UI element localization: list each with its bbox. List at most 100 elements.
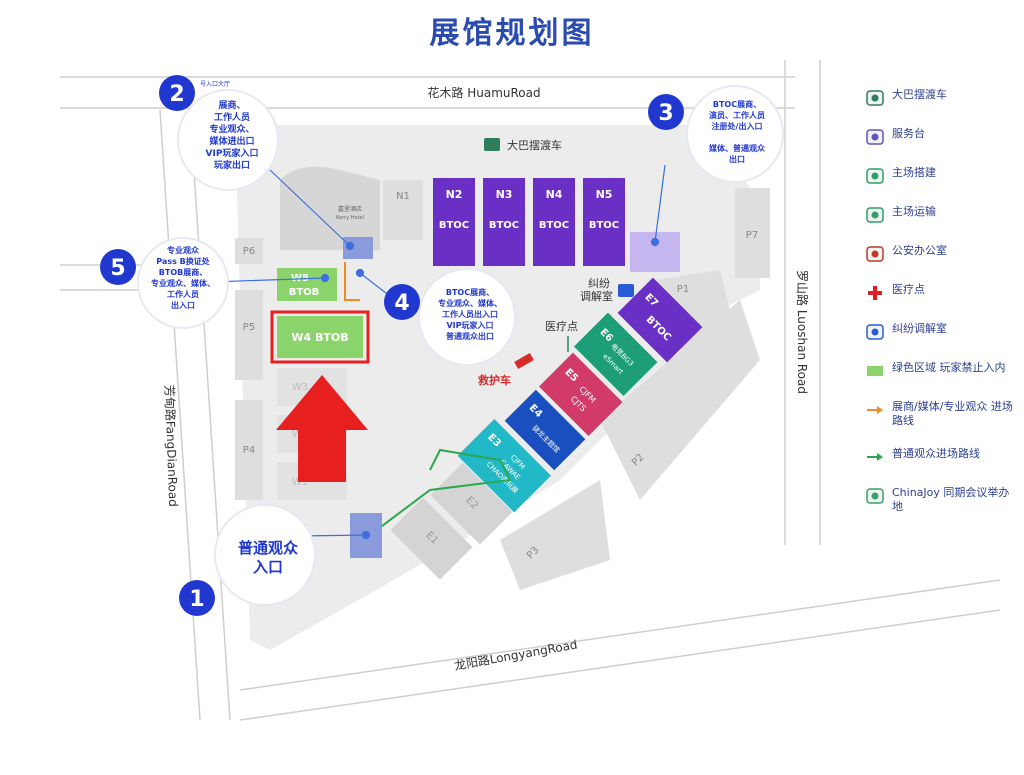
entrance-4-line: 工作人员出入口 bbox=[442, 309, 498, 319]
entrance-4-line: 普通观众出口 bbox=[446, 331, 494, 341]
venue-build-icon bbox=[864, 166, 886, 186]
entrance-5-line: 出入口 bbox=[171, 300, 195, 310]
n1-label: N1 bbox=[396, 191, 410, 202]
legend-item: 公安办公室 bbox=[864, 244, 1019, 264]
kerry-hotel-label: 嘉里酒店 bbox=[338, 205, 362, 213]
hall-e2[interactable]: E2 bbox=[430, 462, 513, 545]
visitor-route-icon bbox=[864, 447, 886, 467]
legend-item: 大巴摆渡车 bbox=[864, 88, 1019, 108]
entrance-2-line: 专业观众、 bbox=[209, 123, 254, 135]
legend-item: 医疗点 bbox=[864, 283, 1019, 303]
visitor-route bbox=[369, 448, 512, 536]
bus-marker[interactable]: 大巴摆渡车 bbox=[484, 138, 562, 152]
legend-item: 普通观众进场路线 bbox=[864, 447, 1019, 467]
legend-label: 绿色区域 玩家禁止入内 bbox=[892, 361, 1006, 374]
legend-label: 大巴摆渡车 bbox=[892, 88, 947, 101]
legend-label: 医疗点 bbox=[892, 283, 925, 296]
road-east-label: 罗山路 Luoshan Road bbox=[795, 270, 810, 394]
hall-e5[interactable]: E5 CJFM CJTS bbox=[538, 352, 623, 437]
entrance-5-line: BTOB展商、 bbox=[159, 267, 207, 277]
entrance-3[interactable]: 3 bbox=[648, 85, 784, 183]
entrance-4-number: 4 bbox=[394, 291, 409, 316]
entrance-2-line: 展商、 bbox=[218, 99, 245, 111]
medical-icon bbox=[864, 283, 886, 303]
entrance-2-sub: 号入口大厅 bbox=[200, 80, 230, 88]
entrance-5-line: 专业观众 bbox=[167, 245, 200, 255]
p7-label: P7 bbox=[746, 230, 758, 241]
ambulance-marker[interactable]: 救护车 bbox=[478, 353, 534, 387]
entrance-5-line: 工作人员 bbox=[167, 289, 199, 299]
legend-label: 主场搭建 bbox=[892, 166, 936, 179]
ambulance-label: 救护车 bbox=[478, 373, 511, 387]
hall-w4[interactable]: W4 BTOB bbox=[270, 310, 370, 364]
legend-item: 服务台 bbox=[864, 127, 1019, 147]
entrance-2-line: 工作人员 bbox=[214, 111, 250, 123]
entrance-1-label-line2: 入口 bbox=[253, 558, 283, 576]
p6-label: P6 bbox=[243, 246, 255, 257]
road-south-label: 龙阳路LongyangRoad bbox=[453, 637, 579, 673]
legend-label: 服务台 bbox=[892, 127, 925, 140]
hall-e6[interactable]: E6 电竞BG3 eSmart bbox=[573, 312, 658, 397]
hall-n5-label: N5 bbox=[596, 188, 613, 201]
hall-n4-label: N4 bbox=[546, 188, 563, 201]
entrance-2-number: 2 bbox=[169, 82, 184, 107]
entrance-1-label-line1: 普通观众 bbox=[238, 539, 298, 557]
entrance-4-line: 专业观众、媒体、 bbox=[438, 298, 502, 308]
hall-n3-sub: BTOC bbox=[489, 220, 519, 231]
legend-item: 绿色区域 玩家禁止入内 bbox=[864, 361, 1019, 381]
entrance-5-line: Pass B换证处 bbox=[156, 256, 210, 266]
hall-w1-label: W1 bbox=[292, 477, 308, 488]
hall-w4-label: W4 BTOB bbox=[291, 331, 348, 344]
entrance-3-line: 出口 bbox=[729, 154, 745, 164]
dispute-label-1: 纠纷 bbox=[588, 277, 610, 290]
entrance-3-line: 演员、工作人员 bbox=[709, 110, 765, 120]
kerry-hotel-en: Kerry Hotel bbox=[336, 215, 364, 221]
hall-n2-label: N2 bbox=[446, 188, 463, 201]
hall-n4[interactable]: N4 BTOC bbox=[533, 178, 575, 266]
dispute-marker[interactable]: 纠纷 调解室 bbox=[580, 277, 634, 303]
medical-marker[interactable]: 医疗点 bbox=[545, 319, 578, 352]
entrance-4-line: VIP玩家入口 bbox=[446, 320, 493, 330]
hall-e7[interactable]: E7 BTOC bbox=[617, 277, 703, 363]
entrance-1-number: 1 bbox=[189, 587, 204, 612]
hall-n2[interactable]: N2 BTOC bbox=[433, 178, 475, 266]
hall-n5-sub: BTOC bbox=[589, 220, 619, 231]
entrance-3-number: 3 bbox=[658, 101, 673, 126]
legend-label: 公安办公室 bbox=[892, 244, 947, 257]
hall-n3-label: N3 bbox=[496, 188, 513, 201]
chinajoy-icon bbox=[864, 486, 886, 506]
entrance-4[interactable]: 4 bbox=[384, 268, 516, 366]
legend-item: 主场运输 bbox=[864, 205, 1019, 225]
hall-w5[interactable]: W5 BTOB bbox=[277, 268, 337, 301]
pointer-lines bbox=[209, 164, 666, 540]
bus-icon bbox=[864, 88, 886, 108]
entrance-2-line: VIP玩家入口 bbox=[206, 147, 259, 159]
dispute-icon bbox=[864, 322, 886, 342]
entrance-2[interactable]: 2 号入口大厅 bbox=[159, 75, 279, 191]
hall-w3-label: W3 bbox=[292, 382, 308, 393]
hall-e4[interactable]: E4 骁龙主题馆 bbox=[504, 389, 586, 471]
hall-w5-sub: BTOB bbox=[289, 287, 320, 298]
hall-n4-sub: BTOC bbox=[539, 220, 569, 231]
road-north-label: 花木路 HuamuRoad bbox=[427, 85, 540, 100]
entrance-5[interactable]: 5 bbox=[100, 237, 229, 329]
entrance-1[interactable]: 1 普通观众 入口 bbox=[179, 504, 316, 616]
hall-n3[interactable]: N3 BTOC bbox=[483, 178, 525, 266]
green-zone-icon bbox=[864, 361, 886, 381]
venue-transport-icon bbox=[864, 205, 886, 225]
road-west-label: 芳甸路FangDianRoad bbox=[162, 385, 181, 507]
p4-label: P4 bbox=[243, 445, 255, 456]
entrance-5-number: 5 bbox=[110, 256, 125, 281]
hall-e1[interactable]: E1 bbox=[390, 497, 473, 580]
hall-n5[interactable]: N5 BTOC bbox=[583, 178, 625, 266]
legend-label: 纠纷调解室 bbox=[892, 322, 947, 335]
legend-label: 普通观众进场路线 bbox=[892, 447, 980, 460]
entrance-5-line: 专业观众、媒体、 bbox=[151, 278, 215, 288]
medical-label: 医疗点 bbox=[545, 319, 578, 333]
entrance-2-line: 媒体进出口 bbox=[208, 135, 254, 147]
